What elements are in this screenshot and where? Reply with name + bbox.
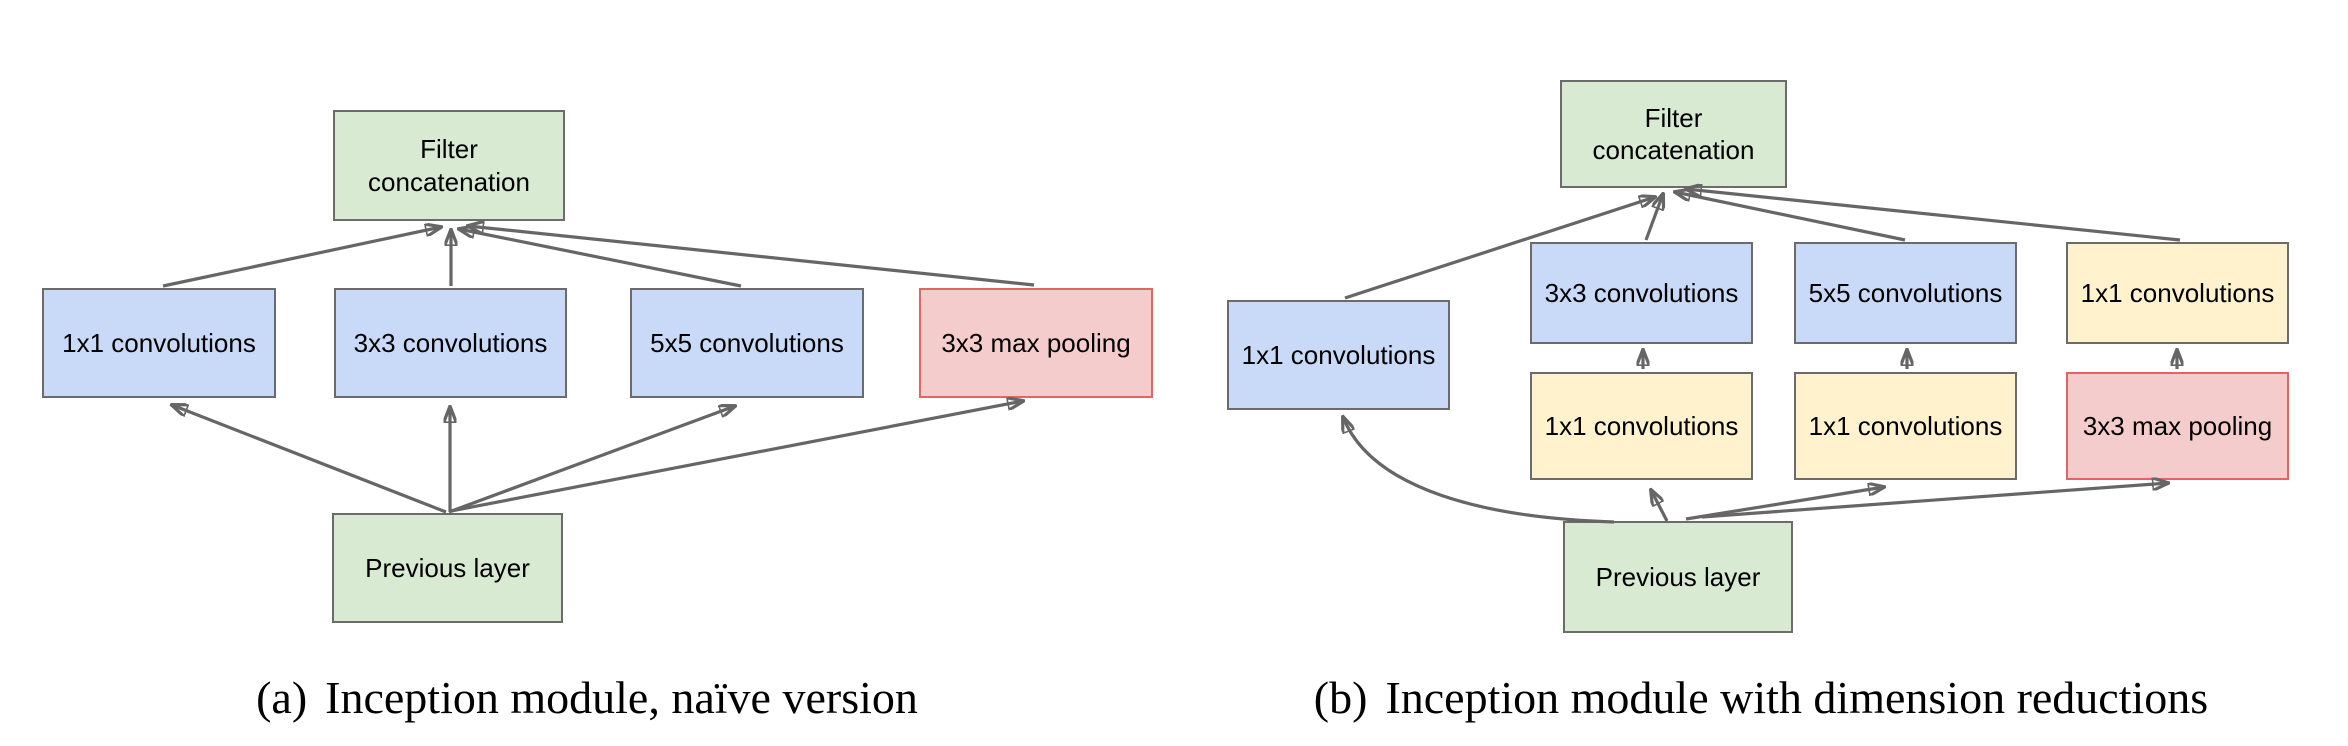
node-a-3x3-convolutions: 3x3 convolutions [334,288,567,398]
arrow-a-maxpool-to-concat [468,226,1035,287]
node-b-3x3-convolutions: 3x3 convolutions [1530,242,1753,344]
caption-b-text: Inception module with dimension reductio… [1385,671,2209,723]
arrow-b-5x5-to-concat [1675,192,1906,242]
caption-a-label: (a) [256,671,308,723]
caption-panel-b: (b) Inception module with dimension redu… [1174,662,2348,732]
arrow-b-prev-to-1x1-reduce-3x3 [1651,490,1669,522]
arrow-a-prev-to-maxpool [450,401,1023,513]
arrow-b-3x3-to-concat [1644,194,1663,241]
node-a-previous-layer: Previous layer [332,513,563,623]
arrow-b-prev-to-maxpool [1701,483,2168,519]
node-b-1x1-convolutions-reduce-5x5: 1x1 convolutions [1794,372,2017,480]
node-b-previous-layer: Previous layer [1563,521,1793,633]
arrow-a-prev-to-1x1 [172,405,447,514]
arrow-a-prev-to-5x5 [448,406,735,514]
caption-panel-a: (a) Inception module, naïve version [0,662,1174,732]
arrow-a-5x5-to-concat [459,229,742,288]
caption-b-label: (b) [1313,671,1368,723]
node-a-1x1-convolutions: 1x1 convolutions [42,288,276,398]
caption-a-text: Inception module, naïve version [325,671,918,723]
node-b-3x3-max-pooling: 3x3 max pooling [2066,372,2289,480]
arrow-b-prev-to-1x1-reduce-5x5 [1685,487,1884,521]
node-b-filter-concatenation: Filter concatenation [1560,80,1787,188]
node-b-1x1-convolutions-after-pool: 1x1 convolutions [2066,242,2289,344]
node-a-3x3-max-pooling: 3x3 max pooling [919,288,1153,398]
node-b-5x5-convolutions: 5x5 convolutions [1794,242,2017,344]
node-a-filter-concatenation: Filter concatenation [333,110,565,221]
arrow-a-1x1-to-concat [162,227,441,288]
node-b-1x1-convolutions-reduce-3x3: 1x1 convolutions [1530,372,1753,480]
arrow-b-1x1-after-pool-to-concat [1686,189,2181,242]
node-b-1x1-convolutions-branch: 1x1 convolutions [1227,300,1450,410]
node-a-5x5-convolutions: 5x5 convolutions [630,288,864,398]
